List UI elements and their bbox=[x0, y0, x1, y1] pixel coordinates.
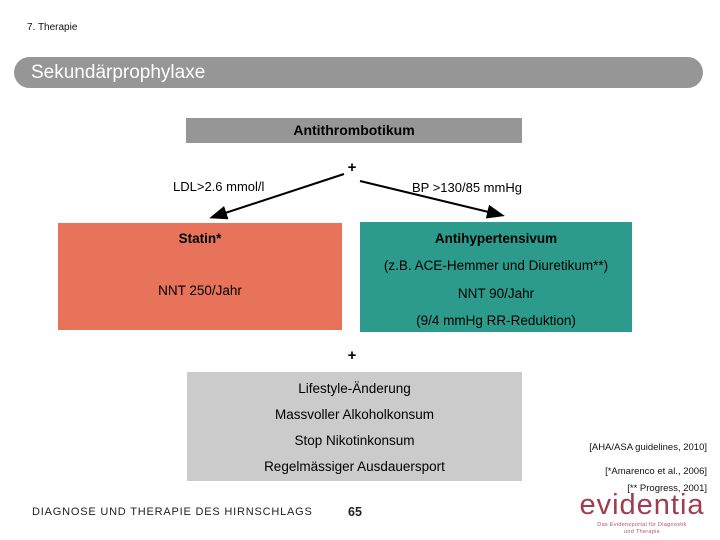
antihypertensivum-note: (9/4 mmHg RR-Reduktion) bbox=[416, 313, 576, 328]
footer-title: DIAGNOSE UND THERAPIE DES HIRNSCHLAGS bbox=[32, 506, 313, 518]
statin-box: Statin* NNT 250/Jahr bbox=[58, 223, 342, 330]
evidentia-logo-wordmark: evidentia bbox=[579, 489, 705, 521]
antihypertensivum-nnt: NNT 90/Jahr bbox=[457, 286, 535, 301]
citation-amarenco: [*Amarenco et al., 2006] bbox=[605, 466, 707, 477]
ldl-condition-label: LDL>2.6 mmol/l bbox=[173, 179, 265, 194]
lifestyle-line: Lifestyle-Änderung bbox=[298, 381, 411, 396]
plus-sign-top: + bbox=[347, 159, 357, 176]
slide-title-bar: Sekundärprophylaxe bbox=[14, 57, 703, 88]
antihypertensivum-box-container: Antihypertensivum (z.B. ACE-Hemmer und D… bbox=[360, 222, 632, 332]
antihypertensivum-title: Antihypertensivum bbox=[434, 231, 558, 246]
antithrombotikum-box: Antithrombotikum bbox=[186, 118, 522, 143]
page-number: 65 bbox=[348, 505, 362, 519]
plus-sign-bottom: + bbox=[347, 347, 357, 364]
citation-progress: [** Progress, 2001] bbox=[627, 483, 707, 494]
lifestyle-line: Regelmässiger Ausdauersport bbox=[264, 459, 445, 474]
bp-condition-label: BP >130/85 mmHg bbox=[412, 180, 522, 195]
evidentia-tagline-line1: Das Evidenzportal für Diagnostik bbox=[597, 522, 687, 528]
evidentia-tagline-line2: und Therapie bbox=[624, 529, 660, 536]
lifestyle-box: Lifestyle-Änderung Massvoller Alkoholkon… bbox=[187, 372, 522, 481]
slide-title: Sekundärprophylaxe bbox=[31, 62, 206, 83]
slide-section-label: 7. Therapie bbox=[27, 22, 78, 33]
statin-title: Statin* bbox=[178, 231, 222, 246]
antihypertensivum-subtitle: (z.B. ACE-Hemmer und Diuretikum**) bbox=[383, 258, 609, 273]
evidentia-logo: evidentia Das Evidenzportal für Diagnost… bbox=[578, 491, 706, 536]
evidentia-logo-tagline: Das Evidenzportal für Diagnostik und The… bbox=[578, 522, 706, 536]
statin-nnt: NNT 250/Jahr bbox=[158, 283, 242, 298]
lifestyle-line: Stop Nikotinkonsum bbox=[294, 433, 415, 448]
citation-aha-asa: [AHA/ASA guidelines, 2010] bbox=[589, 442, 707, 453]
lifestyle-line: Massvoller Alkoholkonsum bbox=[274, 407, 435, 422]
